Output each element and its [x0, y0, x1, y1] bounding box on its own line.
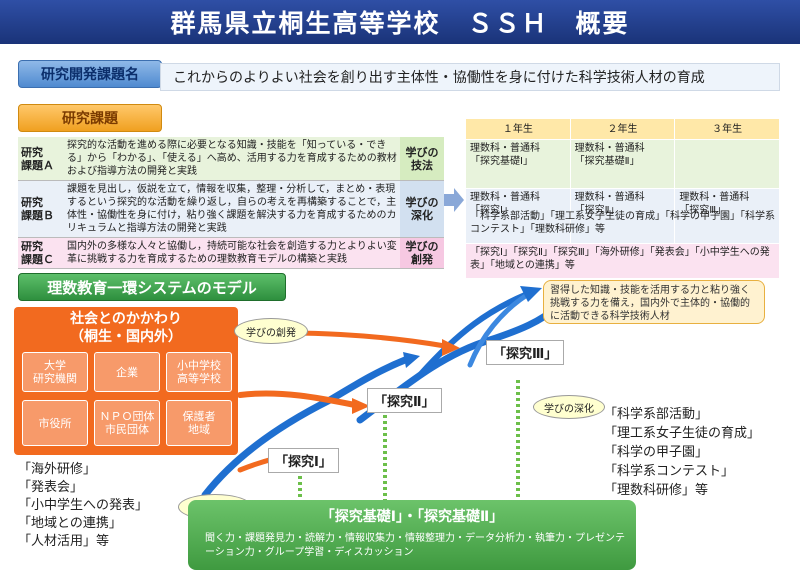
- right-item: 「科学系コンテスト」: [604, 464, 735, 479]
- left-item: 「海外研修」: [18, 462, 97, 477]
- orange-arrow-1: [237, 390, 358, 408]
- year-row-a: 理数科・普通科 「探究基礎Ⅰ」 理数科・普通科 「探究基礎Ⅱ」: [465, 139, 780, 189]
- year-row-c: 「探究Ⅰ」「探究Ⅱ」「探究Ⅲ」「海外研修」「発表会」「小中学生への発表」「地域と…: [465, 243, 780, 279]
- blue-arrow-top: [467, 287, 538, 368]
- box-university: 大学 研究機関: [22, 352, 88, 392]
- research-row-a: 研究 課題Ａ 探究的な活動を進める際に必要となる知識・技能を「知っている・できる…: [18, 137, 444, 181]
- research-text-b: 課題を見出し，仮説を立て，情報を収集，整理・分析して，まとめ・表現するという探究…: [64, 180, 400, 238]
- research-text-a: 探究的な活動を進める際に必要となる知識・技能を「知っている・できる」から「わかる…: [64, 137, 400, 181]
- box-npo: ＮＰＯ団体 市民団体: [94, 400, 160, 446]
- right-arrow-icon: [444, 188, 464, 212]
- oval-shinka: 学びの深化: [533, 395, 605, 419]
- foundation-text: 聞く力・課題発見力・読解力・情報収集力・情報整理力・データ分析力・執筆力・プレゼ…: [205, 533, 625, 558]
- right-item: 「理数科研修」等: [604, 483, 709, 498]
- theme-label: 研究開発課題名: [18, 60, 162, 88]
- orange-arrowhead-1: [352, 398, 370, 414]
- tankyu-1-box: 「探究Ⅰ」: [268, 448, 339, 473]
- year-c: 「探究Ⅰ」「探究Ⅱ」「探究Ⅲ」「海外研修」「発表会」「小中学生への発表」「地域と…: [465, 243, 780, 279]
- right-item: 「科学系部活動」: [604, 407, 709, 422]
- year-b-extra: 「科学系部活動」「理工系女子生徒の育成」「科学の甲子園」「科学系コンテスト」「理…: [470, 211, 775, 235]
- research-row-b: 研究 課題Ｂ 課題を見出し，仮説を立て，情報を収集，整理・分析して，まとめ・表現…: [18, 180, 444, 238]
- year-header-row: １年生 ２年生 ３年生: [465, 118, 780, 140]
- blue-arrow-3: [417, 292, 528, 378]
- oval-soupatsu: 学びの創発: [234, 318, 308, 344]
- kadai-label: 研究課題: [18, 104, 162, 132]
- theme-text: これからのよりよい社会を創り出す主体性・協働性を身に付けた科学技術人材の育成: [160, 63, 780, 91]
- research-name-a: 研究 課題Ａ: [18, 137, 64, 181]
- box-schools: 小中学校 高等学校: [166, 352, 232, 392]
- box-company: 企業: [94, 352, 160, 392]
- year-a-1: 理数科・普通科 「探究基礎Ⅰ」: [465, 139, 571, 189]
- model-label: 理数教育一環システムのモデル: [18, 273, 286, 301]
- society-title: 社会とのかかわり （桐生・国内外）: [70, 311, 182, 345]
- left-item: 「地域との連携」: [18, 516, 122, 531]
- goal-bubble: 習得した知識・技能を活用する力と粘り強く挑戦する力を備え，国内外で主体的・協働的…: [543, 280, 765, 324]
- year-table: １年生 ２年生 ３年生 理数科・普通科 「探究基礎Ⅰ」 理数科・普通科 「探究基…: [465, 118, 780, 279]
- left-activity-list: 「海外研修」 「発表会」 「小中学生への発表」 「地域との連携」 「人材活用」等: [18, 461, 148, 551]
- research-name-b: 研究 課題Ｂ: [18, 180, 64, 238]
- tankyu-2-box: 「探究Ⅱ」: [367, 388, 442, 413]
- left-item: 「発表会」: [18, 480, 84, 495]
- manabi-shinka: 学びの 深化: [400, 180, 444, 238]
- blue-arrowhead-1: [403, 352, 420, 368]
- year-row-b: 理数科・普通科 「探究Ⅰ」 理数科・普通科 「探究Ⅱ」 理数科・普通科 「探究Ⅲ…: [465, 188, 780, 244]
- blue-arrowhead-3: [520, 286, 542, 302]
- left-item: 「人材活用」等: [18, 534, 110, 549]
- page-title: 群馬県立桐生高等学校 ＳＳＨ 概要: [0, 0, 800, 44]
- right-item: 「科学の甲子園」: [604, 445, 709, 460]
- right-item: 「理工系女子生徒の育成」: [604, 426, 761, 441]
- box-city-hall: 市役所: [22, 400, 88, 446]
- year-b-2: 理数科・普通科 「探究Ⅱ」: [569, 188, 676, 244]
- manabi-soupatsu: 学びの 創発: [400, 237, 444, 269]
- manabi-gihou: 学びの 技法: [400, 137, 444, 181]
- year-header-3: ３年生: [674, 118, 780, 140]
- right-activity-list: 「科学系部活動」 「理工系女子生徒の育成」 「科学の甲子園」 「科学系コンテスト…: [604, 405, 760, 500]
- box-guardians: 保護者 地域: [166, 400, 232, 446]
- left-item: 「小中学生への発表」: [18, 498, 149, 513]
- research-name-c: 研究 課題Ｃ: [18, 237, 64, 269]
- tankyu-3-box: 「探究Ⅲ」: [486, 340, 565, 365]
- research-text-c: 国内外の多様な人々と協働し，持続可能な社会を創造する力とよりよい変革に挑戦する力…: [64, 237, 400, 269]
- foundation-title: 「探究基礎Ⅰ」・「探究基礎Ⅱ」: [320, 509, 504, 525]
- orange-arrowhead-2: [442, 339, 460, 356]
- research-table: 研究 課題Ａ 探究的な活動を進める際に必要となる知識・技能を「知っている・できる…: [18, 137, 444, 269]
- foundation-box: [188, 500, 636, 570]
- year-b-3: 理数科・普通科 「探究Ⅲ」: [674, 188, 780, 244]
- research-row-c: 研究 課題Ｃ 国内外の多様な人々と協働し，持続可能な社会を創造する力とよりよい変…: [18, 237, 444, 269]
